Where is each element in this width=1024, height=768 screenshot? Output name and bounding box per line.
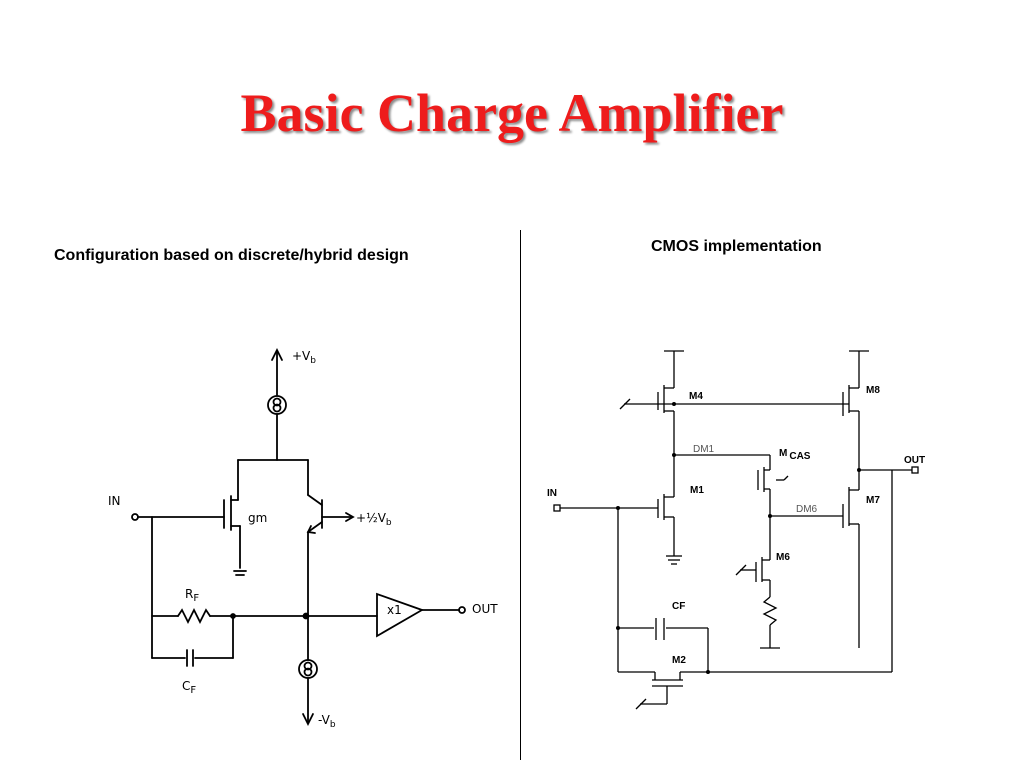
- m6-label: M6: [776, 552, 790, 563]
- page-title: Basic Charge Amplifier: [240, 83, 784, 143]
- cmos-caption: CMOS implementation: [651, 238, 822, 255]
- discrete-circuit: [131, 347, 466, 727]
- gm-label: gm: [248, 511, 267, 525]
- dm1-label: DM1: [693, 444, 715, 455]
- m1-label: M1: [690, 485, 704, 496]
- cf-label: CF: [182, 679, 196, 696]
- cmos-circuit: [553, 350, 919, 710]
- in-label: IN: [547, 488, 557, 499]
- discrete-design-caption: Configuration based on discrete/hybrid d…: [54, 247, 409, 264]
- cf-cap-label: CF: [672, 601, 685, 612]
- m4-label: M4: [689, 391, 703, 402]
- output-label: OUT: [472, 602, 498, 616]
- m8-label: M8: [866, 385, 880, 396]
- rf-label: RF: [185, 587, 199, 604]
- m2-label: M2: [672, 655, 686, 666]
- column-divider: [520, 230, 521, 760]
- supply-pos-label: +Vb: [292, 349, 316, 366]
- dm6-label: DM6: [796, 504, 818, 515]
- bias-label: +½Vb: [356, 511, 392, 528]
- m7-label: M7: [866, 495, 880, 506]
- out-label: OUT: [904, 455, 925, 466]
- input-label: IN: [108, 494, 121, 508]
- supply-neg-label: -Vb: [318, 713, 336, 730]
- cmos-junctions: [616, 402, 861, 674]
- buffer-label: x1: [387, 603, 402, 617]
